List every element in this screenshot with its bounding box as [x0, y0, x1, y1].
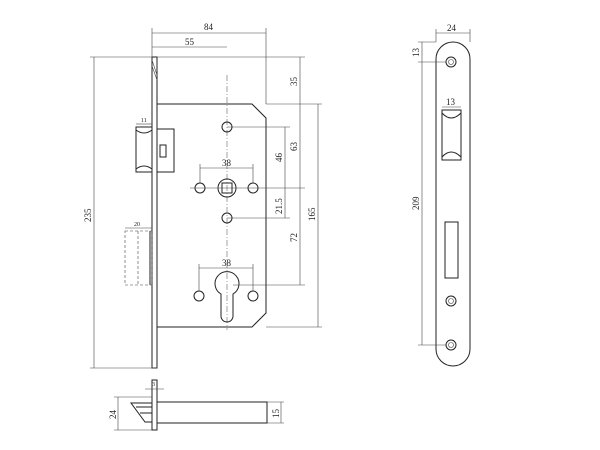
dim-20: 20 — [134, 222, 140, 228]
dim-13-hole: 13 — [411, 48, 421, 58]
dim-46: 46 — [274, 153, 284, 163]
dim-15: 15 — [271, 409, 281, 419]
latch-bolt — [135, 126, 175, 173]
dim-24-strike: 24 — [447, 23, 457, 33]
deadbolt — [124, 230, 153, 286]
dim-13-latch: 13 — [446, 97, 456, 107]
dim-38-handle: 38 — [222, 158, 232, 168]
dim-55: 55 — [185, 37, 195, 47]
dim-84: 84 — [204, 22, 214, 32]
dim-21-5: 21.5 — [274, 198, 284, 214]
bottom-view — [114, 379, 284, 431]
dim-165: 165 — [307, 207, 317, 221]
dim-235: 235 — [83, 208, 93, 222]
dim-38-cylinder: 38 — [222, 258, 232, 268]
dimension-lines — [90, 28, 322, 369]
dim-3: 3 — [152, 382, 155, 388]
lock-body — [157, 103, 267, 328]
mounting-holes — [193, 121, 259, 302]
dim-11: 11 — [141, 118, 147, 124]
dim-35: 35 — [289, 77, 299, 87]
dim-63: 63 — [289, 142, 299, 152]
dim-209: 209 — [411, 196, 421, 210]
dim-24-bottom: 24 — [108, 410, 118, 420]
faceplate-side — [418, 29, 471, 367]
faceplate-front — [151, 56, 158, 369]
dim-72: 72 — [289, 233, 299, 242]
